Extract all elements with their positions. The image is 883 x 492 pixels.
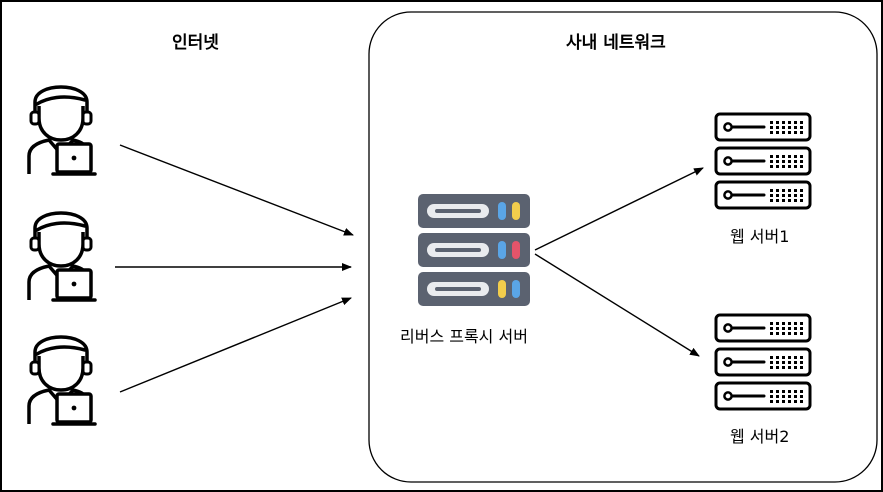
web-server-2-label: 웹 서버2 bbox=[730, 427, 790, 446]
arrow-client3-to-proxy bbox=[119, 297, 352, 393]
arrow-client1-to-proxy bbox=[119, 144, 354, 236]
intranet-title: 사내 네트워크 bbox=[566, 33, 666, 53]
web-server-1-icon bbox=[716, 114, 810, 208]
web-server-2-icon bbox=[716, 315, 810, 409]
internet-title: 인터넷 bbox=[172, 33, 219, 53]
arrow-proxy-to-web2 bbox=[534, 253, 700, 357]
arrow-proxy-to-web1 bbox=[534, 167, 704, 251]
web-server-1-label: 웹 서버1 bbox=[730, 227, 790, 246]
proxy-label: 리버스 프록시 서버 bbox=[400, 327, 528, 346]
client-3-icon bbox=[27, 335, 97, 426]
client-1-icon bbox=[27, 85, 97, 176]
client-2-icon bbox=[27, 211, 97, 302]
intranet-boundary bbox=[368, 11, 878, 483]
proxy-server-icon bbox=[418, 194, 530, 306]
